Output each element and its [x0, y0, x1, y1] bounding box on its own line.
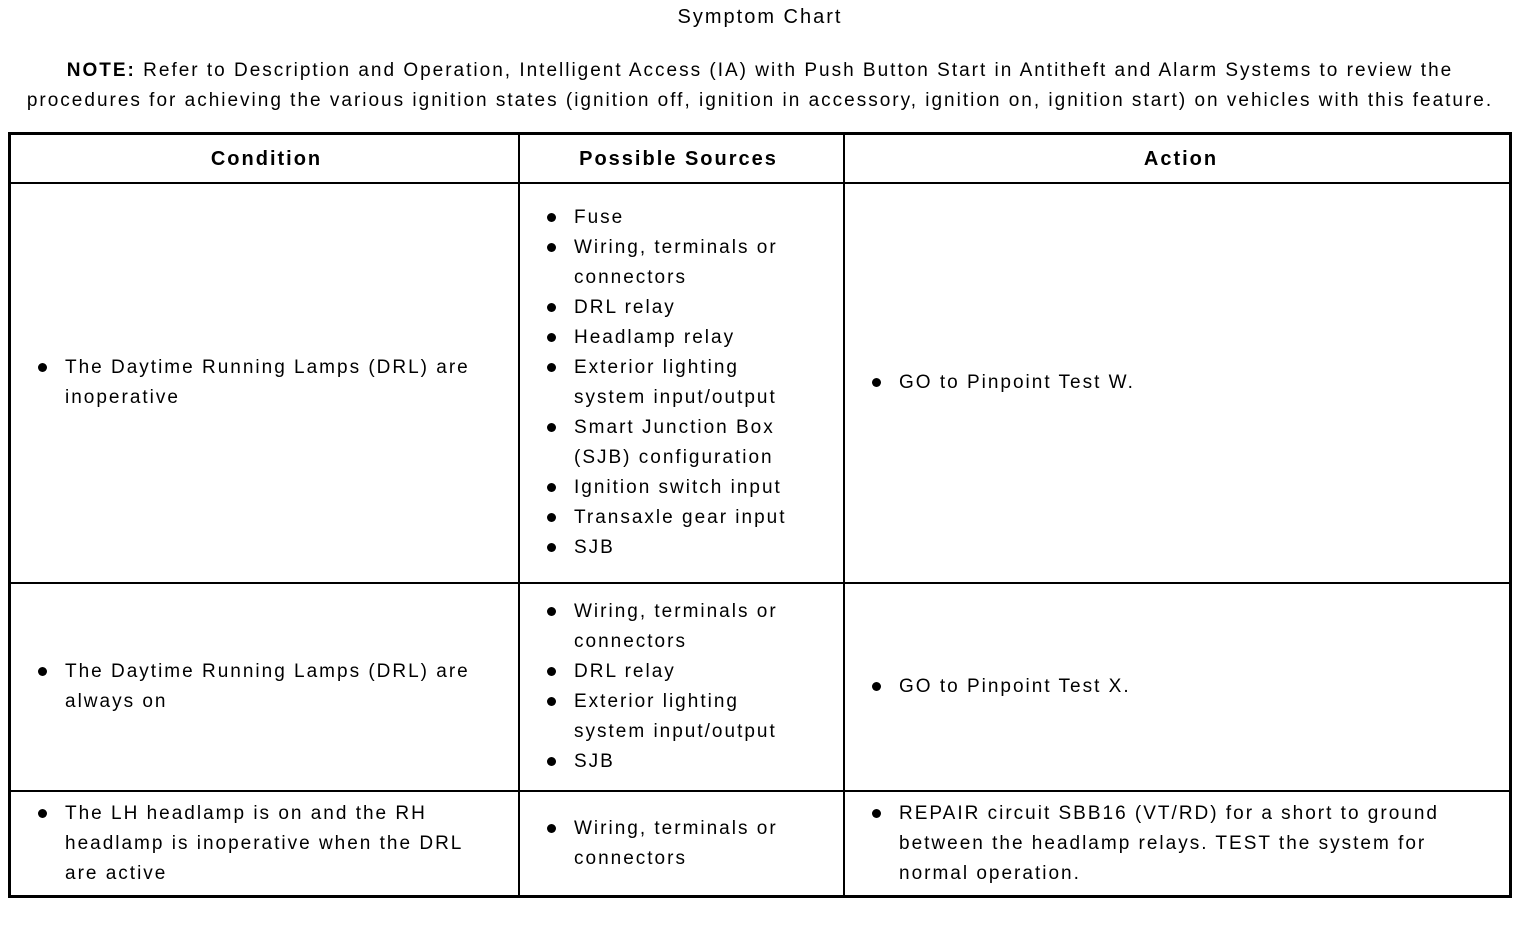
bullet-text: SJB [574, 751, 615, 772]
bullet-item: Transaxle gear input [544, 503, 813, 533]
column-header-condition: Condition [210, 147, 323, 170]
column-header-action: Action [843, 135, 1509, 182]
bullet-text: DRL relay [574, 297, 676, 318]
bullet-text: Smart Junction Box (SJB) configuration [574, 417, 775, 468]
symptom-table: Condition Possible Sources Action The Da… [8, 132, 1512, 898]
condition-cell: The LH headlamp is on and the RH headlam… [11, 792, 518, 895]
action-cell: REPAIR circuit SBB16 (VT/RD) for a short… [843, 792, 1509, 895]
action-cell: GO to Pinpoint Test X. [843, 584, 1509, 790]
bullet-item: The LH headlamp is on and the RH headlam… [35, 799, 498, 889]
bullet-item: Exterior lighting system input/output [544, 353, 813, 413]
bullet-item: DRL relay [544, 293, 813, 323]
bullet-text: The LH headlamp is on and the RH headlam… [65, 802, 463, 884]
bullet-text: Wiring, terminals or connectors [574, 817, 778, 869]
bullet-text: Fuse [574, 207, 625, 228]
action-list: GO to Pinpoint Test W. [869, 368, 1493, 398]
table-row: The Daytime Running Lamps (DRL) are alwa… [11, 582, 1509, 790]
bullet-text: Ignition switch input [574, 477, 782, 498]
table-row: The Daytime Running Lamps (DRL) are inop… [11, 182, 1509, 582]
bullet-item: The Daytime Running Lamps (DRL) are inop… [35, 353, 498, 413]
bullet-text: GO to Pinpoint Test W. [899, 372, 1135, 393]
table-row: The LH headlamp is on and the RH headlam… [11, 790, 1509, 895]
condition-list: The Daytime Running Lamps (DRL) are inop… [35, 353, 498, 413]
action-list: GO to Pinpoint Test X. [869, 672, 1493, 702]
bullet-text: REPAIR circuit SBB16 (VT/RD) for a short… [899, 802, 1439, 884]
column-header-possible-sources: Possible Sources [518, 135, 843, 182]
bullet-item: DRL relay [544, 657, 813, 687]
bullet-text: GO to Pinpoint Test X. [899, 676, 1131, 697]
condition-cell: The Daytime Running Lamps (DRL) are inop… [11, 184, 518, 582]
bullet-item: Headlamp relay [544, 323, 813, 353]
action-list: REPAIR circuit SBB16 (VT/RD) for a short… [869, 799, 1493, 889]
bullet-text: Transaxle gear input [574, 507, 787, 528]
bullet-text: Wiring, terminals or connectors [574, 237, 778, 288]
condition-cell: The Daytime Running Lamps (DRL) are alwa… [11, 584, 518, 790]
bullet-item: Wiring, terminals or connectors [544, 597, 813, 657]
bullet-text: The Daytime Running Lamps (DRL) are inop… [65, 357, 470, 408]
bullet-item: Exterior lighting system input/output [544, 687, 813, 747]
bullet-item: SJB [544, 747, 813, 777]
bullet-item: Ignition switch input [544, 473, 813, 503]
symptom-chart-page: Symptom Chart NOTE: Refer to Description… [0, 6, 1520, 898]
action-cell: GO to Pinpoint Test W. [843, 184, 1509, 582]
bullet-item: The Daytime Running Lamps (DRL) are alwa… [35, 657, 498, 717]
note-label: NOTE: [66, 60, 136, 81]
bullet-item: Wiring, terminals or connectors [544, 233, 813, 293]
bullet-text: Headlamp relay [574, 327, 736, 348]
bullet-item: Smart Junction Box (SJB) configuration [544, 413, 813, 473]
condition-list: The Daytime Running Lamps (DRL) are alwa… [35, 657, 498, 717]
bullet-text: DRL relay [574, 661, 676, 682]
page-title: Symptom Chart [677, 6, 843, 28]
possible-sources-list: Wiring, terminals or connectors [544, 814, 813, 874]
bullet-item: GO to Pinpoint Test W. [869, 368, 1493, 398]
condition-list: The LH headlamp is on and the RH headlam… [35, 799, 498, 889]
bullet-text: The Daytime Running Lamps (DRL) are alwa… [65, 661, 470, 712]
bullet-text: SJB [574, 537, 615, 558]
note-paragraph: NOTE: Refer to Description and Operation… [0, 56, 1520, 116]
bullet-text: Wiring, terminals or connectors [574, 601, 778, 652]
bullet-item: GO to Pinpoint Test X. [869, 672, 1493, 702]
table-header-row: Condition Possible Sources Action [11, 135, 1509, 182]
bullet-item: Wiring, terminals or connectors [544, 814, 813, 874]
bullet-item: REPAIR circuit SBB16 (VT/RD) for a short… [869, 799, 1493, 889]
note-text: Refer to Description and Operation, Inte… [26, 60, 1494, 111]
bullet-item: SJB [544, 533, 813, 563]
possible-sources-cell: Wiring, terminals or connectors [518, 792, 843, 895]
bullet-text: Exterior lighting system input/output [574, 357, 777, 408]
bullet-item: Fuse [544, 203, 813, 233]
bullet-text: Exterior lighting system input/output [574, 691, 777, 742]
table-body: The Daytime Running Lamps (DRL) are inop… [11, 182, 1509, 895]
